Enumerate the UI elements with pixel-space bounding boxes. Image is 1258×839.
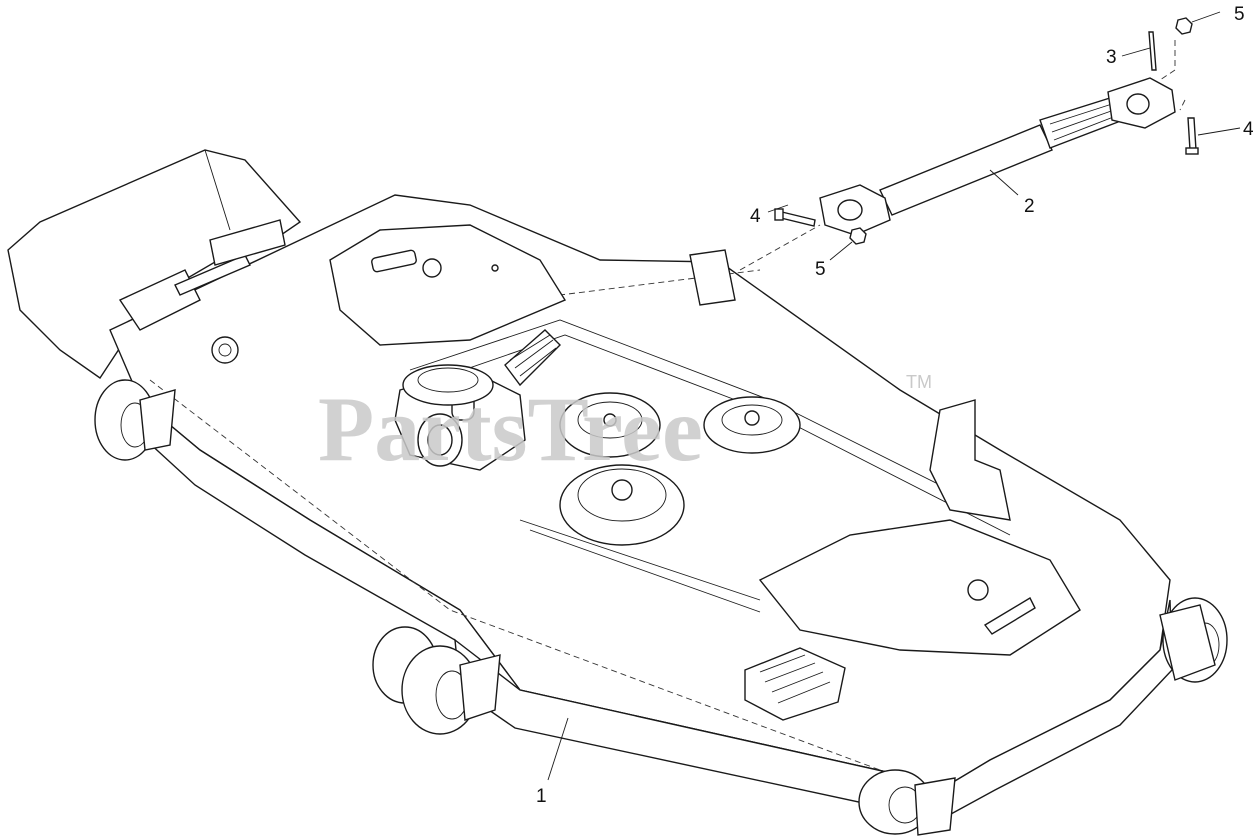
watermark-text: PartsTree	[318, 378, 703, 480]
gauge-wheel-right-rear	[1159, 597, 1228, 683]
spindle-pulley-center-lower	[559, 464, 685, 546]
watermark-tm: TM	[906, 372, 932, 392]
nut-upper	[1175, 17, 1193, 35]
callout-bolt-lower: 4	[750, 206, 761, 227]
idler-pulley-right	[703, 396, 801, 454]
spindle-pulley-center-upper	[559, 392, 661, 458]
height-adjust-linkage	[118, 219, 286, 364]
u-joint-upper	[1107, 77, 1176, 129]
gauge-wheel-right-front	[858, 769, 956, 836]
roll-pin	[1148, 31, 1157, 71]
spindle-pulley-left	[402, 364, 494, 406]
callout-roll-pin: 3	[1106, 47, 1117, 68]
callout-drive-shaft: 2	[1024, 196, 1035, 217]
callout-bolt-upper: 4	[1243, 119, 1254, 140]
gauge-wheel-left-front-b	[401, 645, 501, 735]
u-joint-lower	[819, 184, 891, 236]
mower-deck	[7, 149, 1173, 821]
rear-bracket-right	[929, 399, 1011, 521]
bolt-upper	[1187, 117, 1197, 151]
pto-drive-shaft	[739, 17, 1199, 271]
callout-deck: 1	[536, 786, 547, 807]
callout-leaders	[547, 11, 1241, 781]
callout-nut-lower: 5	[815, 259, 826, 280]
gauge-wheel-left-rear	[94, 379, 176, 461]
rear-bracket-top	[689, 249, 736, 306]
callout-nut-upper: 5	[1234, 4, 1245, 25]
step-pad	[744, 647, 846, 721]
bolt-lower	[780, 211, 816, 227]
nut-lower	[849, 227, 867, 245]
gearbox	[394, 329, 561, 471]
